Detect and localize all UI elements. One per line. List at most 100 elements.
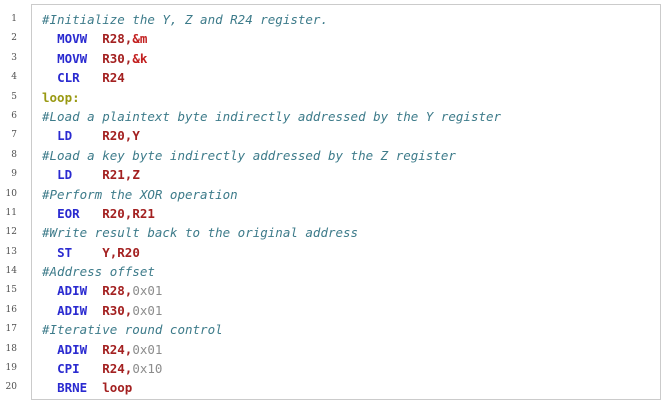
code-token-c: #Load a plaintext byte indirectly addres… xyxy=(42,108,502,124)
code-token-k: ADIW xyxy=(57,302,88,318)
code-token-k: CLR xyxy=(57,70,80,86)
code-line: #Perform the XOR operation xyxy=(42,185,654,204)
code-token-r: loop xyxy=(102,380,133,396)
code-token-l: loop: xyxy=(42,89,80,105)
code-token-k: MOVW xyxy=(57,50,88,66)
code-token-k: ST xyxy=(57,244,73,260)
code-listing: #Initialize the Y, Z and R24 register. M… xyxy=(42,10,654,398)
line-number: 16 xyxy=(5,304,17,315)
code-token-n: 0x01 xyxy=(132,341,163,357)
code-token-k: LD xyxy=(57,167,73,183)
code-token-c: #Address offset xyxy=(42,264,155,280)
code-token-p xyxy=(42,342,57,357)
code-token-p xyxy=(87,303,102,318)
code-token-r: R30, xyxy=(102,50,133,66)
code-line: CPI R24,0x10 xyxy=(42,359,654,378)
code-line: ADIW R24,0x01 xyxy=(42,340,654,359)
code-listing-frame: #Initialize the Y, Z and R24 register. M… xyxy=(31,4,661,400)
code-token-c: #Iterative round control xyxy=(42,322,223,338)
line-number: 17 xyxy=(5,324,17,335)
line-number: 2 xyxy=(11,33,17,44)
code-line: BRNE loop xyxy=(42,378,654,397)
code-token-p xyxy=(42,283,57,298)
code-line: #Initialize the Y, Z and R24 register. xyxy=(42,10,654,29)
code-token-p xyxy=(42,51,57,66)
code-token-a: &k xyxy=(132,50,148,66)
line-number: 5 xyxy=(11,91,17,102)
code-token-n: 0x01 xyxy=(132,283,163,299)
line-number: 8 xyxy=(11,149,17,160)
code-line: CLR R24 xyxy=(42,68,654,87)
code-token-p xyxy=(42,303,57,318)
line-number: 20 xyxy=(5,382,17,393)
line-number: 3 xyxy=(11,52,17,63)
code-line: #Address offset xyxy=(42,262,654,281)
code-token-p xyxy=(87,380,102,395)
code-line: loop: xyxy=(42,88,654,107)
code-line: #Load a key byte indirectly addressed by… xyxy=(42,146,654,165)
code-line: #Iterative round control xyxy=(42,320,654,339)
code-token-p xyxy=(42,380,57,395)
code-token-k: ADIW xyxy=(57,283,88,299)
code-token-r: R21,Z xyxy=(102,167,140,183)
code-token-p xyxy=(87,51,102,66)
line-number: 10 xyxy=(5,188,17,199)
line-number: 18 xyxy=(5,343,17,354)
code-token-p xyxy=(72,128,102,143)
code-token-c: #Load a key byte indirectly addressed by… xyxy=(42,147,456,163)
line-number: 9 xyxy=(11,169,17,180)
code-line: #Write result back to the original addre… xyxy=(42,223,654,242)
code-token-p xyxy=(42,167,57,182)
code-token-r: R20,R21 xyxy=(102,205,155,221)
code-token-c: #Initialize the Y, Z and R24 register. xyxy=(42,12,328,27)
code-token-p xyxy=(87,31,102,46)
code-token-p xyxy=(87,342,102,357)
line-number: 4 xyxy=(11,72,17,83)
code-token-p xyxy=(42,31,57,46)
code-token-k: CPI xyxy=(57,361,80,377)
code-token-p xyxy=(42,70,57,85)
code-token-p xyxy=(80,206,103,221)
code-line: ADIW R30,0x01 xyxy=(42,301,654,320)
line-number: 6 xyxy=(11,110,17,121)
line-number: 7 xyxy=(11,130,17,141)
code-token-r: R24 xyxy=(102,70,125,86)
code-token-p xyxy=(87,283,102,298)
code-token-k: MOVW xyxy=(57,31,88,47)
code-token-n: 0x01 xyxy=(132,302,163,318)
line-number: 14 xyxy=(5,266,17,277)
code-token-p xyxy=(42,206,57,221)
code-line: #Load a plaintext byte indirectly addres… xyxy=(42,107,654,126)
code-token-p xyxy=(72,245,102,260)
code-token-r: Y,R20 xyxy=(102,244,140,260)
code-token-p xyxy=(72,167,102,182)
code-token-p xyxy=(42,128,57,143)
code-token-r: R24, xyxy=(102,361,133,377)
code-token-r: R30, xyxy=(102,302,133,318)
code-token-k: BRNE xyxy=(57,380,88,396)
code-token-p xyxy=(42,245,57,260)
code-token-p xyxy=(80,70,103,85)
code-token-k: ADIW xyxy=(57,341,88,357)
line-number: 13 xyxy=(5,246,17,257)
line-number: 12 xyxy=(5,227,17,238)
code-token-n: 0x10 xyxy=(132,361,163,377)
code-token-p xyxy=(80,361,103,376)
code-token-a: &m xyxy=(132,31,148,47)
code-token-r: R20,Y xyxy=(102,128,140,144)
code-line: EOR R20,R21 xyxy=(42,204,654,223)
code-line: ADIW R28,0x01 xyxy=(42,281,654,300)
line-number: 11 xyxy=(5,207,17,218)
code-token-r: R28, xyxy=(102,283,133,299)
code-token-r: R24, xyxy=(102,341,133,357)
code-line: MOVW R30,&k xyxy=(42,49,654,68)
code-line: ST Y,R20 xyxy=(42,243,654,262)
line-number: 1 xyxy=(11,14,17,24)
code-token-r: R28, xyxy=(102,31,133,47)
code-line: LD R21,Z xyxy=(42,165,654,184)
code-token-k: EOR xyxy=(57,205,80,221)
code-line: LD R20,Y xyxy=(42,126,654,145)
code-token-k: LD xyxy=(57,128,73,144)
